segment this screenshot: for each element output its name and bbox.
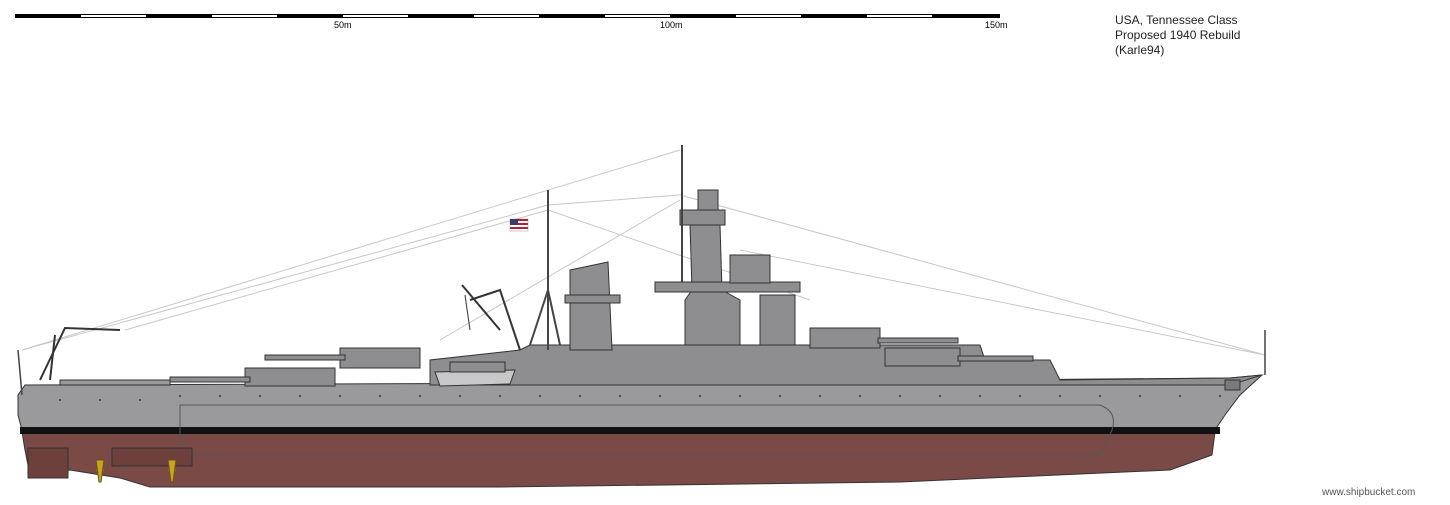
hull-upper — [17, 374, 1264, 431]
us-flag-icon — [509, 218, 529, 232]
ensign-staff — [17, 349, 23, 396]
aft-mast — [529, 190, 561, 350]
director — [697, 189, 719, 211]
title-line-class: USA, Tennessee Class — [1115, 13, 1238, 27]
bridge-platform — [654, 281, 801, 293]
forward-turret-2 — [809, 327, 959, 349]
stern-crane — [39, 326, 121, 381]
funnel — [569, 261, 613, 351]
portholes — [59, 395, 1221, 401]
superstructure-deck — [429, 344, 1263, 386]
hull-lower — [21, 431, 1216, 488]
boat-cabin — [449, 361, 506, 373]
funnel-platform — [564, 294, 621, 304]
boot-topping — [20, 427, 1220, 434]
rudder — [111, 447, 193, 467]
scale-label-50m: 50m — [334, 20, 352, 30]
catapult — [59, 379, 171, 386]
anchor-icon — [1224, 379, 1241, 391]
watermark: www.shipbucket.com — [1322, 487, 1416, 498]
scale-label-100m: 100m — [660, 20, 683, 30]
forward-turret-1 — [884, 347, 1034, 367]
scale-label-150m: 150m — [985, 20, 1008, 30]
tower-top — [679, 209, 726, 226]
propeller-icon — [95, 459, 177, 483]
rigging-lines — [21, 149, 1266, 356]
bridge-upper — [729, 254, 771, 284]
skeg — [27, 447, 69, 479]
title-line-rebuild: Proposed 1940 Rebuild — [1115, 28, 1241, 42]
aft-crane — [461, 284, 521, 351]
aft-turret-3 — [169, 367, 336, 387]
title-line-author: (Karle94) — [1115, 43, 1165, 57]
secondary-tower — [759, 294, 796, 346]
title-block: USA, Tennessee Class Proposed 1940 Rebui… — [1115, 13, 1240, 58]
scale-bar-segments — [15, 14, 1000, 18]
aft-turret-4 — [264, 347, 421, 369]
torpedo-bulge — [179, 404, 1114, 456]
